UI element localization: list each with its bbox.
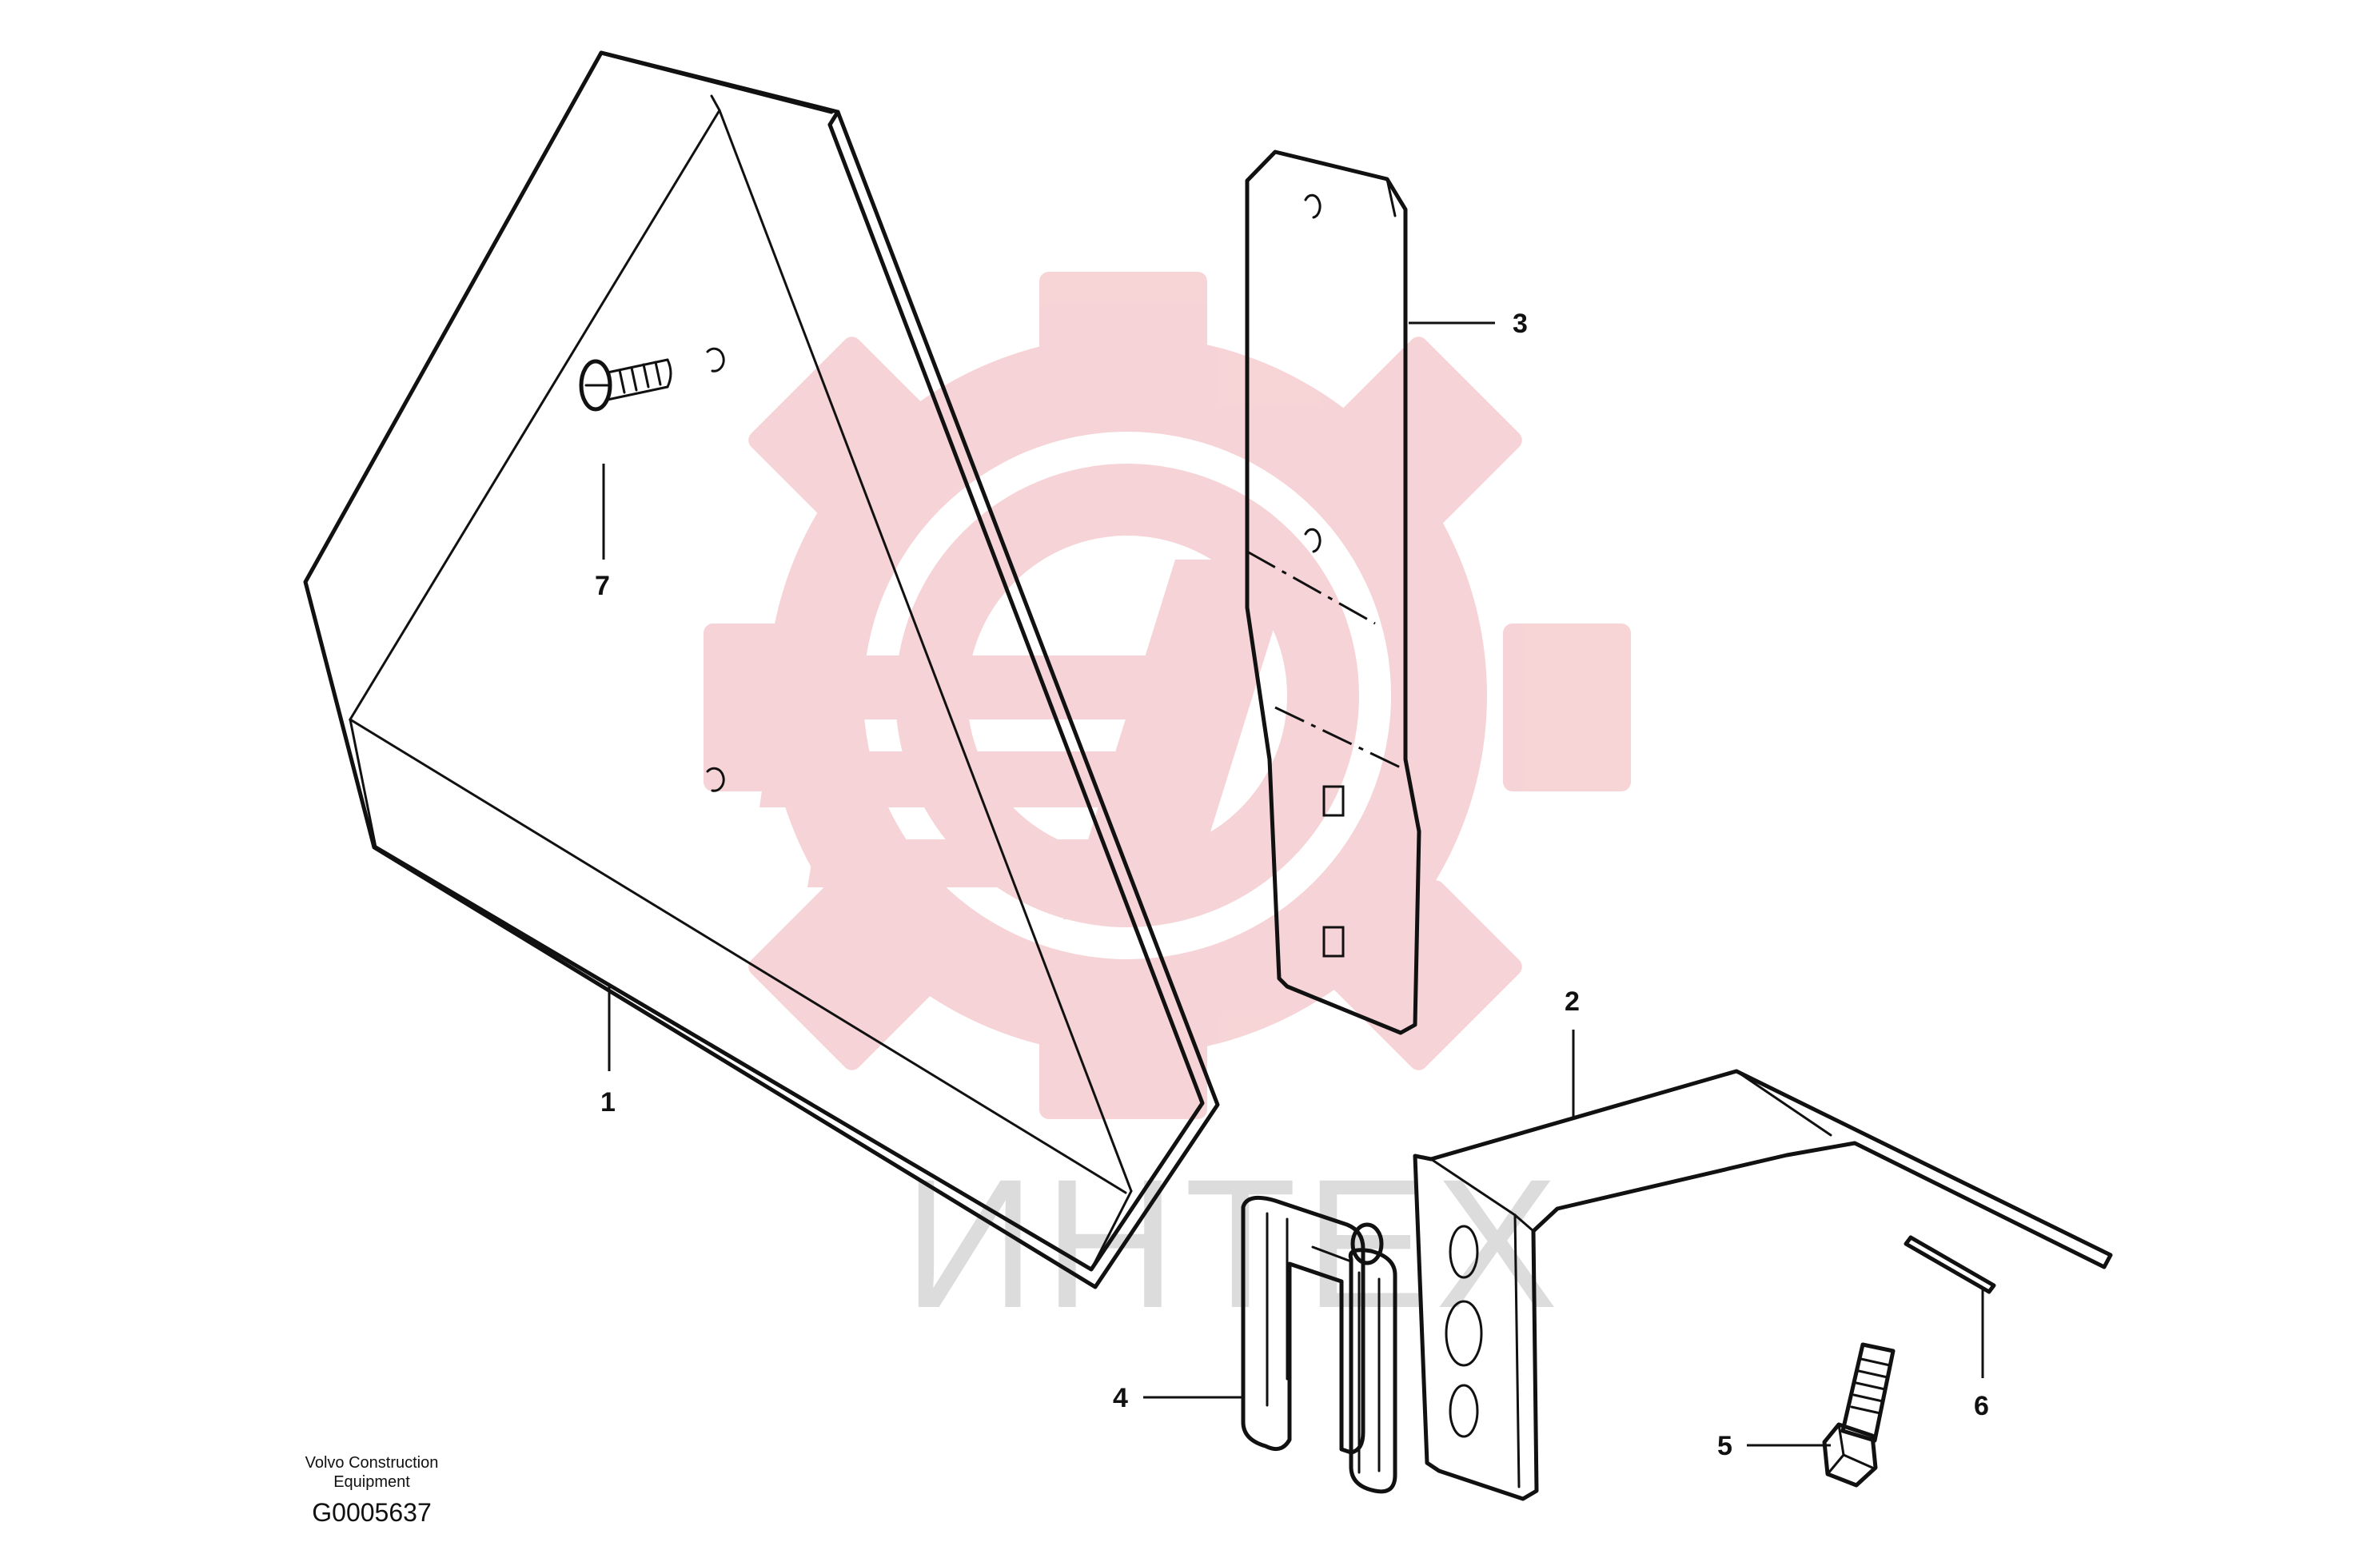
callout-1: 1: [600, 1087, 616, 1118]
watermark-text: ИНТЕХ: [903, 1141, 1566, 1346]
callout-4: 4: [1113, 1383, 1128, 1413]
part-5-bolt: [1822, 1342, 1896, 1488]
drawing-code: G0005637: [312, 1498, 432, 1527]
callout-3: 3: [1513, 309, 1528, 339]
part-6-pin: [1904, 1235, 1996, 1294]
credit-line-2: Equipment: [333, 1473, 410, 1491]
part-1-triangle-reflector: [303, 50, 1220, 1289]
part-7-screw: [579, 358, 672, 412]
part-4-clamp: [1241, 1195, 1397, 1494]
leader-lines: [602, 321, 1984, 1447]
watermark-gear-logo: [704, 272, 1631, 1119]
credit-line-1: Volvo Construction: [305, 1454, 439, 1472]
part-2-angle-bracket: [1413, 1069, 2113, 1501]
manufacturer-credit: Volvo Construction Equipment: [240, 1453, 504, 1492]
part-3-bracket-plate: [1245, 149, 1421, 1035]
callout-5: 5: [1717, 1431, 1732, 1461]
callout-7: 7: [595, 571, 610, 601]
callout-numbers: 1 2 3 4 5 6 7: [595, 309, 1989, 1461]
callout-6: 6: [1974, 1391, 1989, 1421]
callout-2: 2: [1565, 986, 1580, 1017]
